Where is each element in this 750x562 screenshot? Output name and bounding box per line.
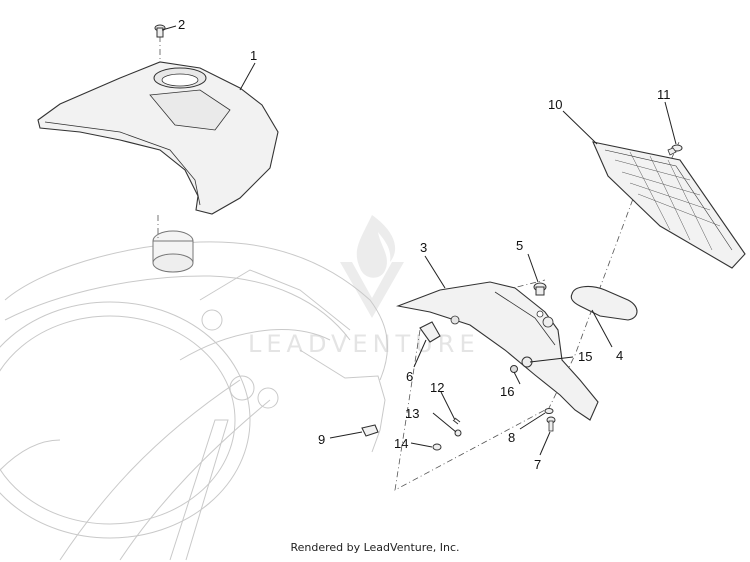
part-9-clip (361, 424, 379, 437)
leader-lines (161, 25, 677, 456)
callout-7: 7 (534, 457, 541, 472)
part-10-plate-holder (592, 141, 746, 269)
callout-13: 13 (405, 406, 419, 421)
part-16-nut (510, 365, 518, 373)
callout-14: 14 (394, 436, 408, 451)
scooter-frame (0, 241, 388, 561)
part-5-bolt (533, 282, 547, 296)
part-2-screw (154, 24, 166, 38)
callout-9: 9 (318, 432, 325, 447)
part-3-mudguard (395, 281, 599, 421)
callout-11: 11 (657, 87, 671, 102)
part-1-rear-cover (37, 61, 279, 215)
callout-2: 2 (178, 17, 185, 32)
part-7-screw (546, 416, 556, 432)
watermark: LEADVENTURE (248, 215, 480, 358)
part-14-bushing (432, 443, 442, 451)
callout-16: 16 (500, 384, 514, 399)
part-8-washer (544, 408, 554, 414)
callout-5: 5 (516, 238, 523, 253)
callout-3: 3 (420, 240, 427, 255)
part-6-clip (419, 321, 441, 343)
callout-8: 8 (508, 430, 515, 445)
part-11-screw (667, 144, 683, 156)
callout-4: 4 (616, 348, 623, 363)
callout-10: 10 (548, 97, 562, 112)
watermark-v-icon (340, 262, 404, 318)
callout-6: 6 (406, 369, 413, 384)
callout-12: 12 (430, 380, 444, 395)
callouts: 1 2 3 4 5 6 7 8 9 10 11 12 13 14 15 16 (178, 17, 671, 472)
watermark-flame-icon (356, 215, 396, 278)
callout-1: 1 (250, 48, 257, 63)
part-4-reflector (570, 285, 638, 321)
footer-credit: Rendered by LeadVenture, Inc. (290, 541, 460, 554)
part-13-pin (454, 429, 462, 437)
callout-15: 15 (578, 349, 592, 364)
watermark-text: LEADVENTURE (248, 330, 480, 358)
part-12-spring (452, 417, 461, 425)
fuel-cap (152, 230, 194, 273)
